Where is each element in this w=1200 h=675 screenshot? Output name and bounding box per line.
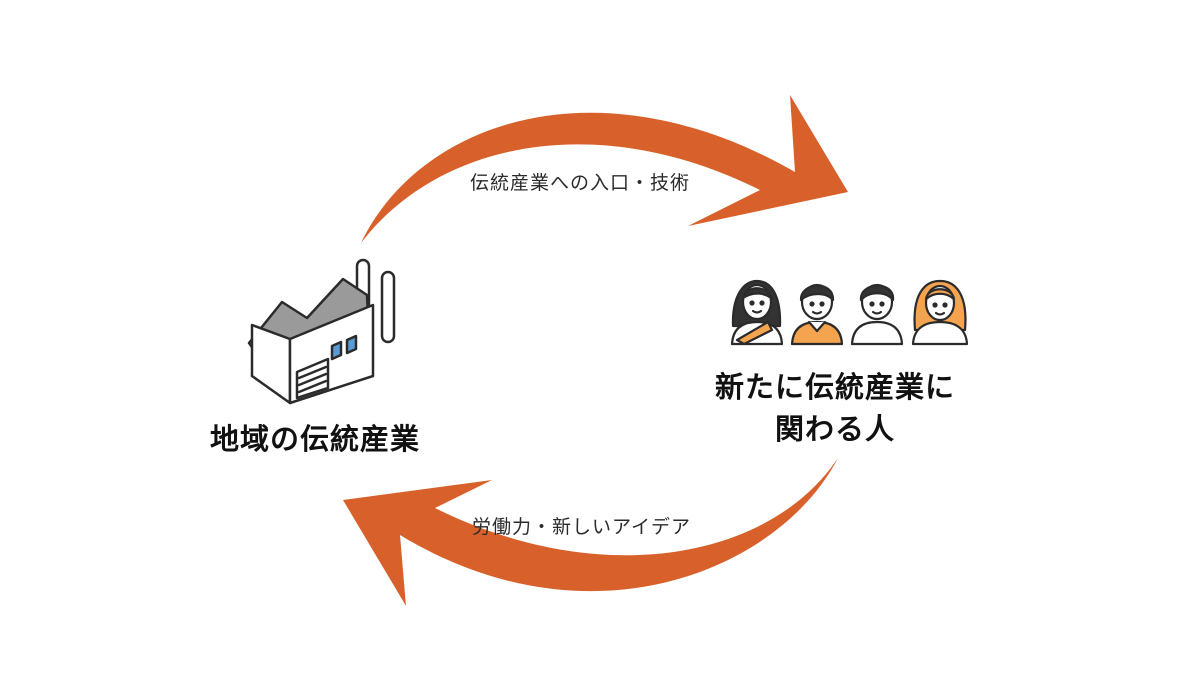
top-arrow: [361, 95, 848, 243]
person-4: [911, 279, 969, 346]
person-2: [790, 283, 844, 346]
factory-window: [330, 340, 343, 361]
chimney-right: [380, 270, 396, 344]
factory-window: [345, 334, 358, 355]
bottom-arrow-label: 労働力・新しいアイデア: [472, 516, 692, 538]
right-node-title-line2: 関わる人: [774, 412, 895, 446]
person-1: [730, 279, 784, 346]
bottom-arrow: [343, 458, 838, 606]
right-node-title-line1: 新たに伝統産業に: [714, 370, 955, 404]
person-3: [850, 283, 904, 346]
top-arrow-label: 伝統産業への入口・技術: [470, 172, 691, 194]
right-node-title: 新たに伝統産業に 関わる人: [700, 366, 970, 450]
left-node-title: 地域の伝統産業: [209, 422, 420, 456]
